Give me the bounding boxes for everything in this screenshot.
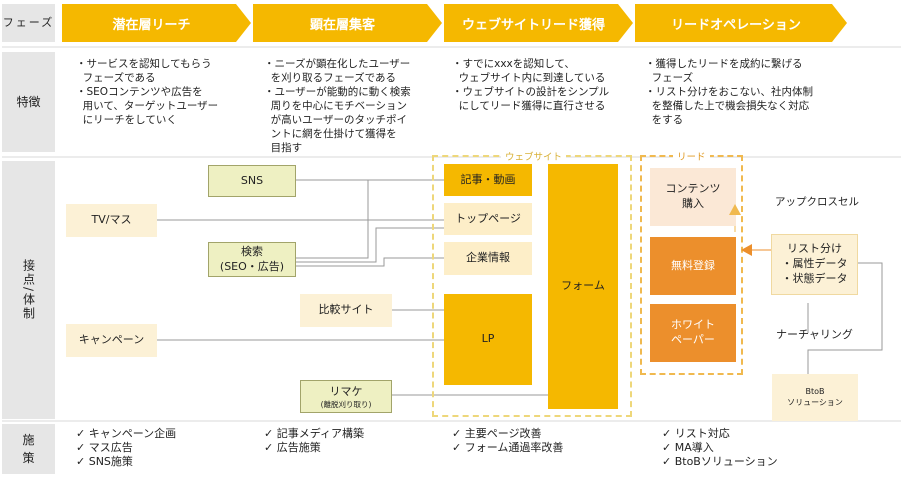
phase-acquisition: 顕在層集客 <box>253 4 442 42</box>
lead-caption: リード <box>673 149 710 163</box>
divider <box>2 46 901 48</box>
arrow-up-icon <box>729 204 741 215</box>
source-compare-site: 比較サイト <box>300 294 392 327</box>
lead-white-paper: ホワイト ペーパー <box>650 304 736 362</box>
website-caption: ウェブサイト <box>501 149 567 163</box>
source-remarketing: リマケ (離脱刈り取り) <box>300 380 392 413</box>
measure-list-lead-capture: ✓ 主要ページ改善 ✓ フォーム通過率改善 <box>452 427 564 454</box>
measure-list-acquisition: ✓ 記事メディア構築 ✓ 広告施策 <box>264 427 364 454</box>
feature-text-awareness: ・サービスを認知してもらう フェーズである ・SEOコンテンツや広告を 用いて、… <box>76 58 219 126</box>
measure-list-awareness: ✓ キャンペーン企画 ✓ マス広告 ✓ SNS施策 <box>76 427 177 468</box>
row-label-features: 特徴 <box>2 52 55 152</box>
source-campaign: キャンペーン <box>66 324 157 357</box>
source-sns: SNS <box>208 165 296 197</box>
page-form: フォーム <box>548 164 618 409</box>
row-label-measures: 施策 <box>2 424 55 474</box>
arrow-left-icon <box>741 244 752 256</box>
phase-lead-operation: リードオペレーション <box>635 4 847 42</box>
row-label-touchpoints: 接点/体制 <box>2 161 55 419</box>
row-label-phase: フェーズ <box>2 4 55 42</box>
btob-solution: BtoB ソリューション <box>772 374 858 421</box>
remarketing-label: リマケ <box>329 385 363 398</box>
phase-awareness: 潜在層リーチ <box>62 4 251 42</box>
remarketing-sub: (離脱刈り取り) <box>320 400 372 409</box>
source-tv-mass: TV/マス <box>66 204 157 237</box>
lead-free-registration: 無料登録 <box>650 237 736 295</box>
measure-list-lead-operation: ✓ リスト対応 ✓ MA導入 ✓ BtoBソリューション <box>662 427 778 468</box>
divider <box>2 420 901 422</box>
feature-text-lead-capture: ・すでにxxxを認知して、 ウェブサイト内に到達している ・ウェブサイトの設計を… <box>452 58 610 112</box>
page-articles-video: 記事・動画 <box>444 164 532 196</box>
page-top: トップページ <box>444 203 532 235</box>
page-company-info: 企業情報 <box>444 242 532 275</box>
phase-lead-capture: ウェブサイトリード獲得 <box>444 4 633 42</box>
nurturing-label: ナーチャリング <box>776 328 853 341</box>
source-search: 検索 (SEO・広告) <box>208 242 296 277</box>
upsell-label: アップクロスセル <box>775 196 859 208</box>
list-segmentation: リスト分け ・属性データ ・状態データ <box>771 234 858 295</box>
lead-content-purchase: コンテンツ 購入 <box>650 168 736 226</box>
feature-text-acquisition: ・ニーズが顕在化したユーザー を刈り取るフェーズである ・ユーザーが能動的に動く… <box>264 58 411 154</box>
divider <box>2 156 901 158</box>
feature-text-lead-operation: ・獲得したリードを成約に繋げる フェーズ ・リスト分けをおこない、社内体制 を整… <box>645 58 813 126</box>
page-lp: LP <box>444 294 532 385</box>
